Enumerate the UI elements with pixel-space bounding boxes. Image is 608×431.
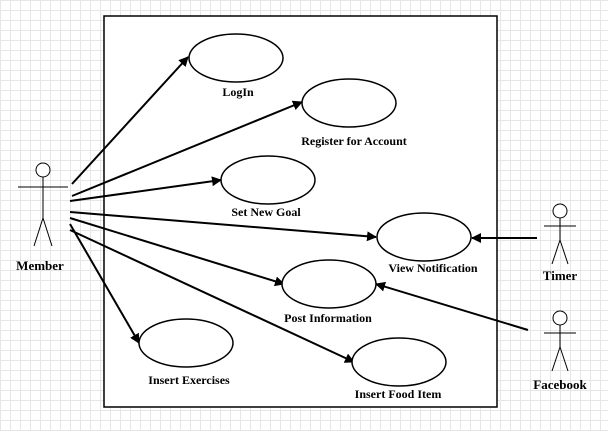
use-case-register: Register for Account <box>301 78 407 148</box>
assoc-member-view-notification <box>69 211 377 242</box>
use-case-label: Insert Food Item <box>355 387 442 401</box>
associations <box>69 56 537 363</box>
actor-facebook <box>544 310 576 372</box>
use-case-label: Post Information <box>284 311 372 325</box>
assoc-member-insert-food-item <box>69 229 355 363</box>
actor-head <box>35 162 51 178</box>
actor-label-facebook: Facebook <box>533 377 587 392</box>
use-case-label: View Notification <box>388 261 478 275</box>
actor-label-timer: Timer <box>543 268 578 283</box>
use-case-label: Set New Goal <box>231 205 301 219</box>
use-case-login: LogIn <box>188 33 284 99</box>
actor-member <box>18 162 68 247</box>
assoc-facebook-post-information <box>375 281 529 331</box>
use-case-set-goal: Set New Goal <box>220 155 316 219</box>
actor-label-member: Member <box>16 258 64 273</box>
actor-timer <box>544 203 576 265</box>
assoc-member-login <box>71 56 189 185</box>
actor-head <box>552 310 568 326</box>
assoc-member-register <box>71 100 303 197</box>
assoc-member-insert-exercises <box>69 223 140 344</box>
use-case-view-notification: View Notification <box>376 212 478 275</box>
assoc-member-set-goal <box>69 176 222 202</box>
use-case-insert-food-item: Insert Food Item <box>351 337 447 401</box>
use-case-label: Register for Account <box>301 134 407 148</box>
use-case-insert-exercises: Insert Exercises <box>138 318 234 387</box>
use-case-label: LogIn <box>222 85 254 99</box>
use-case-label: Insert Exercises <box>148 373 230 387</box>
use-case-post-information: Post Information <box>281 259 377 325</box>
actor-head <box>552 203 568 219</box>
assoc-member-post-information <box>69 217 285 287</box>
